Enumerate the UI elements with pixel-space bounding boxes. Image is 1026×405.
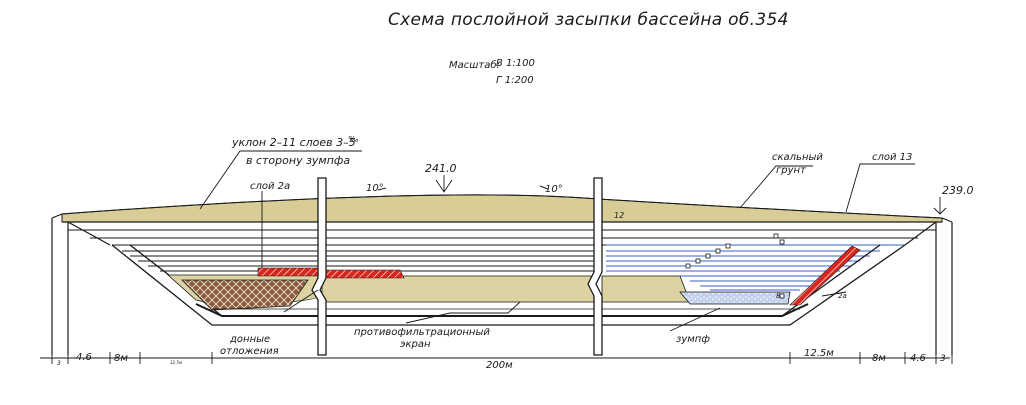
dim-8m-right: 8м [872, 353, 886, 364]
label-8: 8 [776, 292, 781, 300]
bottom-sediments-line2: отложения [220, 346, 279, 357]
bottom-sediments [181, 279, 309, 311]
layer-2a-label: слой 2а [250, 181, 290, 192]
dimension-line [40, 352, 953, 364]
dim-3-right: 3 [940, 354, 946, 364]
anti-filtration-screen [195, 303, 809, 317]
screen-label-line2: экран [400, 339, 431, 350]
layer-13-label: слой 13 [872, 152, 912, 163]
grade-left: 10° [366, 183, 384, 194]
layer-2a-right-slope [789, 245, 861, 306]
slope-unit: ‰ [348, 135, 359, 144]
layer-2a-center [323, 269, 405, 279]
right-elevation: 239.0 [942, 184, 974, 197]
rock-label-line2: грунт [776, 165, 807, 176]
crest-line [61, 194, 943, 219]
dim-12-5-left: 12.5м [170, 360, 182, 365]
dim-200m: 200м [486, 360, 513, 371]
top-cover-layer [61, 194, 943, 223]
label-2a-small: 2а [838, 292, 847, 300]
crest-elevation: 241.0 [425, 162, 457, 175]
layer-2a-left [257, 267, 319, 277]
dim-4-6-left: 4.6 [76, 352, 92, 363]
screen-label-line1: противофильтрационный [354, 327, 490, 338]
slope-label-line1: уклон 2–11 слоев 3–5 [231, 136, 356, 149]
leader-lines [199, 150, 947, 332]
dim-12-5-right: 12.5м [804, 348, 834, 359]
scale-horizontal: Г 1:200 [496, 75, 534, 86]
lower-fill-right [601, 275, 691, 303]
dim-4-6-right: 4.6 [910, 353, 926, 364]
dim-8m-left: 8м [114, 353, 128, 364]
layer-12-label: 12 [614, 211, 624, 220]
rock-label-line1: скальный [772, 152, 823, 163]
dim-3-left: 3 [57, 360, 61, 367]
grade-arrows [377, 185, 549, 191]
lower-fill-center [321, 275, 595, 303]
scale-label: Масштаб: [449, 60, 500, 71]
embankment-outline [51, 213, 953, 355]
sump-fill [679, 291, 791, 305]
sump-label: зумпф [676, 334, 710, 345]
scale-vertical: В 1:100 [496, 58, 535, 69]
blue-layers [606, 244, 905, 291]
bottom-sediments-line1: донные [229, 334, 270, 345]
grade-right: 10° [545, 184, 563, 195]
step-marks [685, 233, 785, 299]
slope-label-line2: в сторону зумпфа [246, 154, 350, 167]
vertical-columns [311, 177, 603, 356]
page-title: Схема послойной засыпки бассейна об.354 [388, 10, 789, 30]
